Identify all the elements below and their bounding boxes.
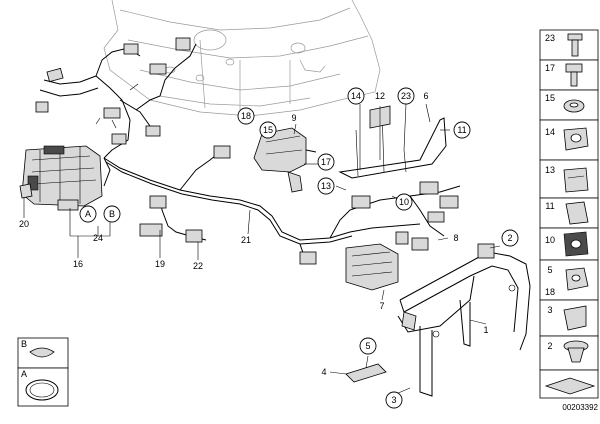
svg-text:A: A — [85, 209, 91, 219]
callout-1: 1 — [483, 325, 488, 335]
callout-circle-15: 15 — [259, 121, 277, 139]
bolt-17-drawing — [565, 63, 583, 87]
callout-16: 16 — [73, 259, 83, 269]
callout-20: 20 — [19, 219, 29, 229]
svg-text:5: 5 — [365, 341, 370, 351]
callout-7: 7 — [379, 301, 384, 311]
clip-3-drawing — [563, 305, 587, 331]
callout-circle-13: 13 — [317, 177, 335, 195]
legend-right-10: 10 — [545, 235, 555, 245]
svg-text:14: 14 — [351, 91, 361, 101]
callout-circle-11: 11 — [453, 121, 471, 139]
clip-11-drawing — [565, 201, 589, 225]
callout-circle-A: A — [79, 205, 97, 223]
legend-right-23: 23 — [545, 33, 555, 43]
document-number: 00203392 — [562, 403, 598, 412]
callout-circle-14: 14 — [347, 87, 365, 105]
harness-upper-left — [35, 37, 197, 159]
legend-right-18: 18 — [545, 287, 555, 297]
legend-right-5: 5 — [547, 265, 552, 275]
clip-14-drawing — [563, 127, 589, 151]
washer-15-drawing — [563, 99, 585, 113]
callout-circle-2: 2 — [501, 229, 519, 247]
callout-circle-23: 23 — [397, 87, 415, 105]
callout-19: 19 — [155, 259, 165, 269]
svg-text:3: 3 — [391, 395, 396, 405]
plain-callouts: 16 24 20 19 22 21 12 6 9 7 8 1 4 — [19, 91, 489, 377]
plate-4 — [345, 363, 387, 383]
legend-right-17: 17 — [545, 63, 555, 73]
legend-table-right: 23 17 15 14 13 11 10 5 18 3 2 — [539, 29, 599, 399]
support-frame-1 — [397, 243, 531, 397]
clip-13-drawing — [563, 167, 589, 193]
callout-6: 6 — [423, 91, 428, 101]
svg-text:B: B — [109, 209, 115, 219]
rivet-2-drawing — [563, 340, 589, 363]
callout-12: 12 — [375, 91, 385, 101]
grommet-10-drawing — [563, 231, 589, 257]
sensor-assembly — [253, 127, 317, 193]
svg-text:11: 11 — [457, 125, 466, 135]
nut-5-drawing — [565, 267, 589, 291]
callout-circle-17: 17 — [317, 153, 335, 171]
bolt-23-drawing — [567, 33, 583, 57]
callout-24: 24 — [93, 233, 103, 243]
legend-right-11: 11 — [545, 201, 554, 211]
seal-B-drawing — [29, 347, 55, 358]
legend-right-13: 13 — [545, 165, 555, 175]
svg-text:10: 10 — [399, 197, 409, 207]
legend-table-left: B A — [17, 337, 69, 407]
callout-circle-10: 10 — [395, 193, 413, 211]
harness-right — [329, 181, 461, 291]
svg-text:13: 13 — [321, 181, 331, 191]
vehicle-floor-outline — [103, 0, 381, 117]
callout-circle-3: 3 — [385, 391, 403, 409]
callout-9: 9 — [291, 113, 296, 123]
legend-left-B: B — [21, 339, 27, 349]
main-harness-21 — [103, 145, 421, 265]
arrow-symbol-drawing — [544, 377, 596, 395]
callout-8: 8 — [453, 233, 458, 243]
legend-right-2: 2 — [547, 341, 552, 351]
control-unit-assembly — [19, 145, 111, 212]
callout-4: 4 — [321, 367, 326, 377]
svg-text:15: 15 — [263, 125, 273, 135]
callout-circle-5: 5 — [359, 337, 377, 355]
svg-text:17: 17 — [321, 157, 331, 167]
legend-right-14: 14 — [545, 127, 555, 137]
callout-21: 21 — [241, 235, 251, 245]
o-ring-A-drawing — [25, 379, 59, 401]
callout-circle-18: 18 — [237, 107, 255, 125]
callout-circle-B: B — [103, 205, 121, 223]
circled-callouts: A B 18 15 17 13 14 23 — [79, 87, 519, 409]
svg-text:23: 23 — [401, 91, 411, 101]
legend-right-15: 15 — [545, 93, 555, 103]
callout-22: 22 — [193, 261, 203, 271]
svg-text:2: 2 — [507, 233, 512, 243]
legend-right-3: 3 — [547, 305, 552, 315]
svg-text:18: 18 — [241, 111, 251, 121]
legend-left-A: A — [21, 369, 27, 379]
